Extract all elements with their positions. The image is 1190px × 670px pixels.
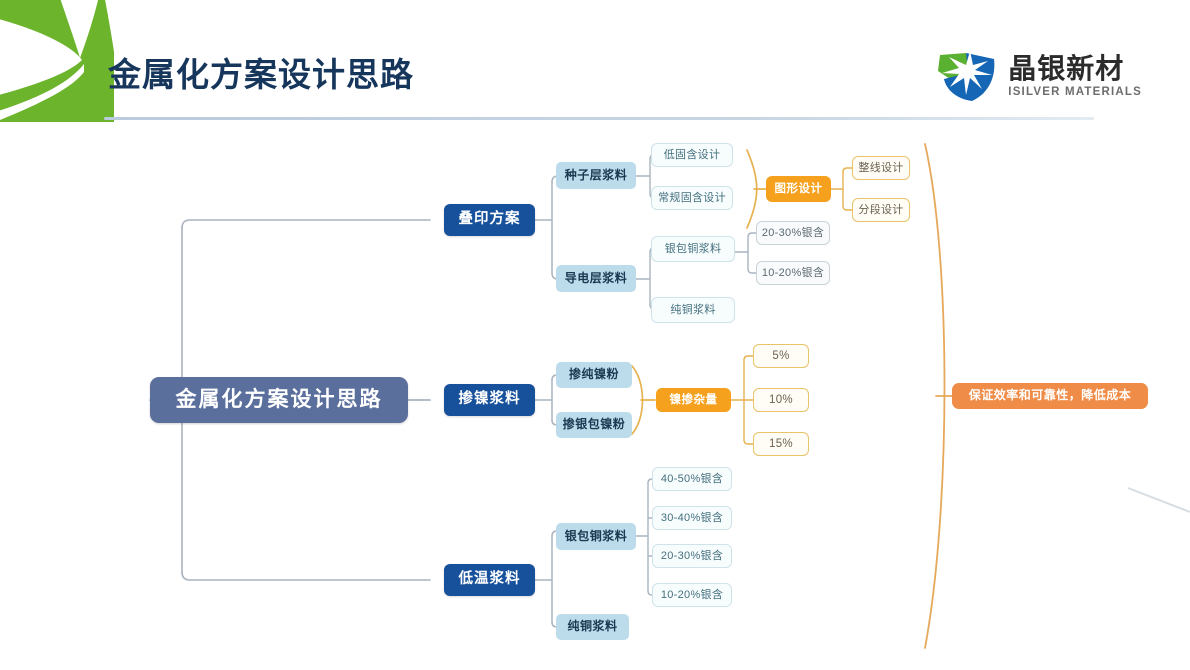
orange-node-pattern-design[interactable]: 图形设计 bbox=[766, 176, 831, 202]
branch-node-nickel-doped-paste[interactable]: 掺镍浆料 bbox=[444, 384, 535, 416]
brand-name-cn: 晶银新材 bbox=[1008, 53, 1125, 85]
subnode-conductive-layer-paste[interactable]: 导电层浆料 bbox=[556, 265, 636, 292]
leaf-pct-15[interactable]: 15% bbox=[753, 432, 809, 456]
mindmap-diagram: 金属化方案设计思路 叠印方案 种子层浆料 低固含设计 常规固含设计 图形设计 整… bbox=[0, 128, 1190, 670]
leaf-normal-solid-design[interactable]: 常规固含设计 bbox=[651, 186, 733, 210]
title-divider bbox=[104, 117, 1094, 120]
subnode-pure-nickel-powder[interactable]: 掺纯镍粉 bbox=[556, 362, 632, 388]
leaf-silver-30-40[interactable]: 30-40%银含 bbox=[652, 506, 732, 530]
orange-node-nickel-doping-amount[interactable]: 镍掺杂量 bbox=[656, 388, 731, 412]
leaf-silver-40-50[interactable]: 40-50%银含 bbox=[652, 467, 732, 491]
leaf-silver-10-20[interactable]: 10-20%银含 bbox=[756, 261, 830, 285]
leaf-pct-10[interactable]: 10% bbox=[753, 388, 809, 412]
leaf-silver-coated-copper-paste[interactable]: 银包铜浆料 bbox=[651, 236, 735, 262]
brand-name-en: ISILVER MATERIALS bbox=[1008, 86, 1142, 99]
page-title: 金属化方案设计思路 bbox=[108, 56, 414, 93]
summary-node[interactable]: 保证效率和可靠性，降低成本 bbox=[952, 383, 1148, 409]
isilver-star-logo bbox=[938, 51, 995, 101]
subnode-seed-layer-paste[interactable]: 种子层浆料 bbox=[556, 162, 636, 189]
subnode-silver-coated-nickel-powder[interactable]: 掺银包镍粉 bbox=[556, 412, 632, 438]
leaf-silver-20-30[interactable]: 20-30%银含 bbox=[756, 221, 830, 245]
leaf-silver-10-20-lt[interactable]: 10-20%银含 bbox=[652, 583, 732, 607]
leaf-pure-copper-paste-1[interactable]: 纯铜浆料 bbox=[651, 297, 735, 323]
root-node[interactable]: 金属化方案设计思路 bbox=[150, 377, 408, 423]
branch-node-overprint[interactable]: 叠印方案 bbox=[444, 204, 535, 236]
leaf-silver-20-30-lt[interactable]: 20-30%银含 bbox=[652, 544, 732, 568]
leaf-low-solid-design[interactable]: 低固含设计 bbox=[651, 143, 733, 167]
decorative-corner-line bbox=[1127, 487, 1190, 513]
leaf-pct-5[interactable]: 5% bbox=[753, 344, 809, 368]
subnode-silver-coated-copper-paste-lt[interactable]: 银包铜浆料 bbox=[556, 523, 636, 550]
brand-logo: 晶银新材 ISILVER MATERIALS bbox=[936, 48, 1142, 106]
branch-node-low-temp-paste[interactable]: 低温浆料 bbox=[444, 564, 535, 596]
leaf-full-line-design[interactable]: 整线设计 bbox=[852, 156, 910, 180]
leaf-segmented-design[interactable]: 分段设计 bbox=[852, 198, 910, 222]
green-leaf-logo bbox=[0, 0, 152, 122]
subnode-pure-copper-paste-lt[interactable]: 纯铜浆料 bbox=[556, 614, 629, 640]
